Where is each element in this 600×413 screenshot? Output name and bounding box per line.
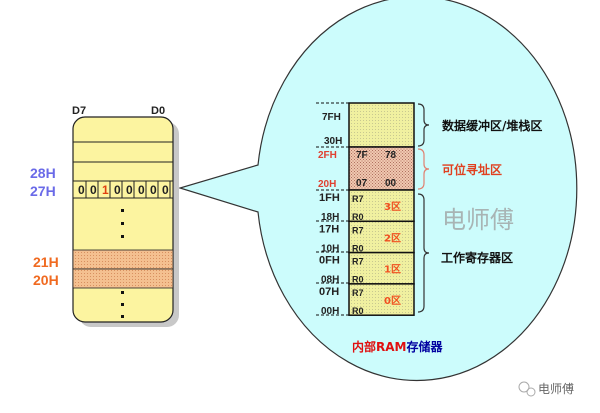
bit-cell: 0 (126, 183, 133, 197)
reg-r0: R0 (352, 212, 364, 222)
bank-addr-top: 0FH (319, 255, 340, 267)
register-bank (348, 220, 415, 254)
bit-cell: 0 (90, 183, 97, 197)
label-work-registers: 工作寄存器区 (441, 250, 513, 265)
addr-28h: 28H (30, 165, 56, 181)
bank-addr-top: 07H (319, 286, 339, 298)
bank-addr-top: 17H (319, 223, 339, 235)
bit-7f: 7F (356, 150, 368, 161)
brand-logo: 电师傅 (518, 381, 574, 397)
reg-r0: R0 (352, 243, 364, 253)
bit-label-d7: D7 (72, 105, 86, 117)
bit-cell: 1 (102, 183, 109, 197)
label-bit-addressable: 可位寻址区 (442, 162, 502, 177)
addr-30h: 30H (324, 136, 342, 147)
addr-20h-ram: 20H (318, 179, 336, 190)
bit-78: 78 (385, 150, 397, 161)
region-bit-addressable (348, 146, 415, 191)
bit-00: 00 (385, 178, 397, 189)
reg-r7: R7 (352, 225, 364, 235)
bit-cell: 0 (78, 183, 85, 197)
bit-cell: 0 (150, 183, 157, 197)
bit-cell: 0 (162, 183, 169, 197)
reg-r7: R7 (352, 194, 364, 204)
addr-20h: 20H (33, 272, 59, 288)
reg-r7: R7 (352, 288, 364, 298)
reg-r7: R7 (352, 257, 364, 267)
row-21h (72, 249, 174, 270)
label-buffer-stack: 数据缓冲区/堆栈区 (442, 118, 542, 133)
bank-addr-bottom: 10H (321, 243, 339, 254)
brace-work (417, 193, 430, 313)
watermark: 电师傅 (442, 206, 514, 234)
bit-label-d0: D0 (151, 105, 165, 117)
bit-cell: 0 (114, 183, 121, 197)
brand-name: 电师傅 (538, 382, 574, 396)
internal-ram-table: 1FH18HR7R03区17H10HR7R02区0FH08HR7R01区07H0… (316, 102, 542, 317)
addr-21h: 21H (33, 254, 59, 270)
brace-bit (417, 148, 430, 190)
row-20h (72, 268, 174, 289)
addr-27h: 27H (30, 183, 56, 199)
addr-2fh: 2FH (318, 150, 337, 161)
bit-cell: 0 (138, 183, 145, 197)
register-bank (348, 251, 415, 285)
region-buffer (348, 102, 415, 148)
brace-buffer (417, 103, 430, 147)
bank-name: 3区 (384, 201, 401, 213)
bank-addr-top: 1FH (319, 192, 340, 204)
bank-name: 0区 (384, 295, 401, 307)
register-bank (348, 283, 415, 316)
ram-title: 内部RAM存储器 (352, 339, 443, 354)
bank-name: 1区 (384, 264, 401, 276)
bank-name: 2区 (384, 232, 401, 244)
bit-07: 07 (356, 178, 368, 189)
bank-addr-bottom: 08H (321, 275, 339, 286)
reg-r0: R0 (352, 275, 364, 285)
ellipsis-dots (121, 209, 124, 318)
bank-addr-bottom: 00H (321, 306, 339, 317)
reg-r0: R0 (352, 306, 364, 316)
addr-7fh: 7FH (322, 112, 341, 123)
register-bank (348, 189, 415, 223)
bank-addr-bottom: 18H (321, 212, 339, 223)
